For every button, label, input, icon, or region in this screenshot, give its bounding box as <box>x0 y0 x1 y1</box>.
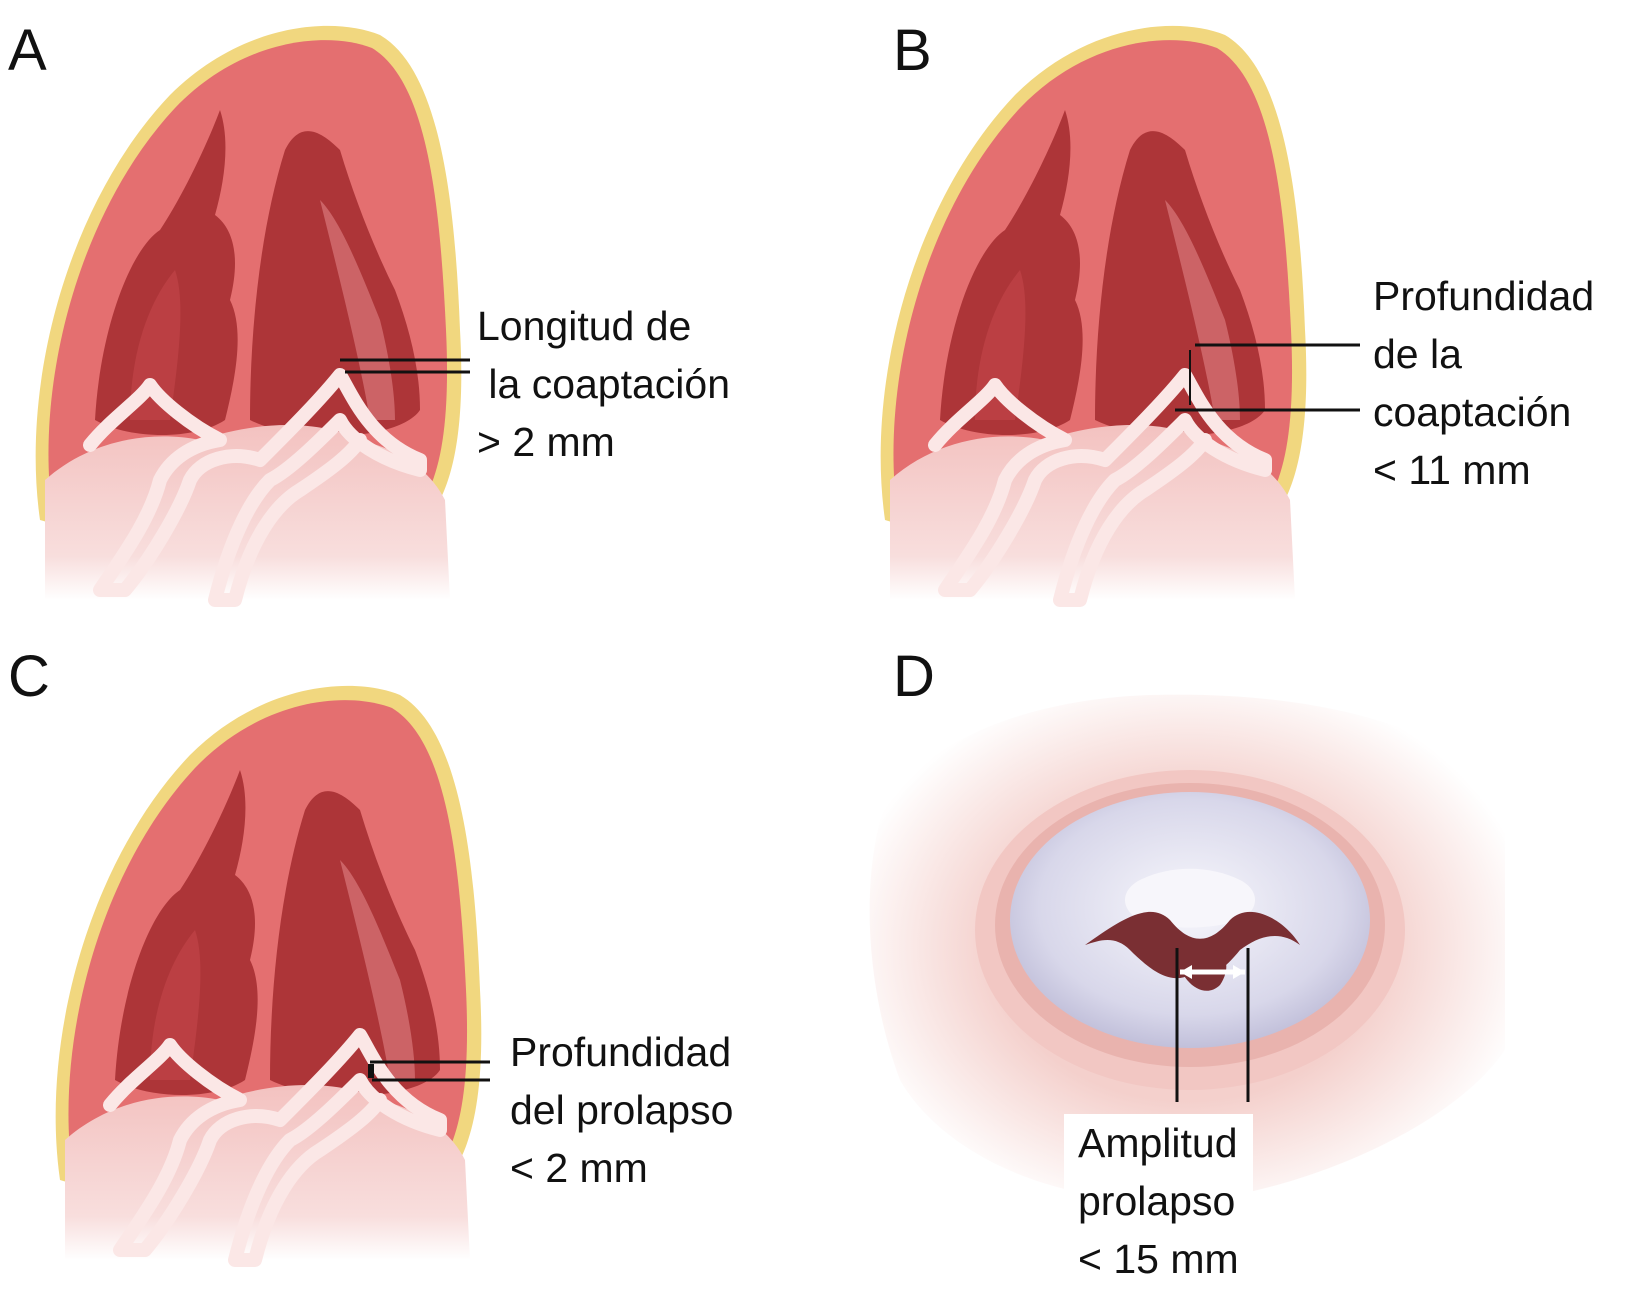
heart-illustration-a <box>36 26 470 600</box>
label-d-line-1: Amplitud <box>1078 1120 1238 1166</box>
label-b-line-2: de la <box>1373 331 1462 377</box>
label-prolapse-width: Amplitud prolapso < 15 mm <box>1064 1114 1253 1288</box>
label-d-line-3: < 15 mm <box>1078 1236 1239 1282</box>
heart-illustration-b <box>881 26 1360 600</box>
label-coaptation-depth: Profundidad de la coaptación < 11 mm <box>1373 267 1594 499</box>
label-coaptation-length: Longitud de la coaptación > 2 mm <box>477 297 730 471</box>
label-c-line-3: < 2 mm <box>510 1145 648 1191</box>
label-b-line-1: Profundidad <box>1373 273 1595 319</box>
label-b-line-4: < 11 mm <box>1373 447 1531 493</box>
panel-letter-d: D <box>893 644 935 709</box>
heart-illustration-c <box>56 686 490 1260</box>
label-c-line-2: del prolapso <box>510 1087 734 1133</box>
label-c-line-1: Profundidad <box>510 1029 732 1075</box>
panel-letter-b: B <box>893 18 932 83</box>
label-a-line-2: la coaptación <box>477 361 731 407</box>
label-b-line-3: coaptación <box>1373 389 1572 435</box>
valve-illustration-d <box>869 694 1505 1202</box>
label-a-line-3: > 2 mm <box>477 419 615 465</box>
label-d-line-2: prolapso <box>1078 1178 1236 1224</box>
panel-letter-a: A <box>8 18 47 83</box>
label-prolapse-depth: Profundidad del prolapso < 2 mm <box>510 1023 733 1197</box>
panel-letter-c: C <box>8 644 50 709</box>
label-a-line-1: Longitud de <box>477 303 692 349</box>
